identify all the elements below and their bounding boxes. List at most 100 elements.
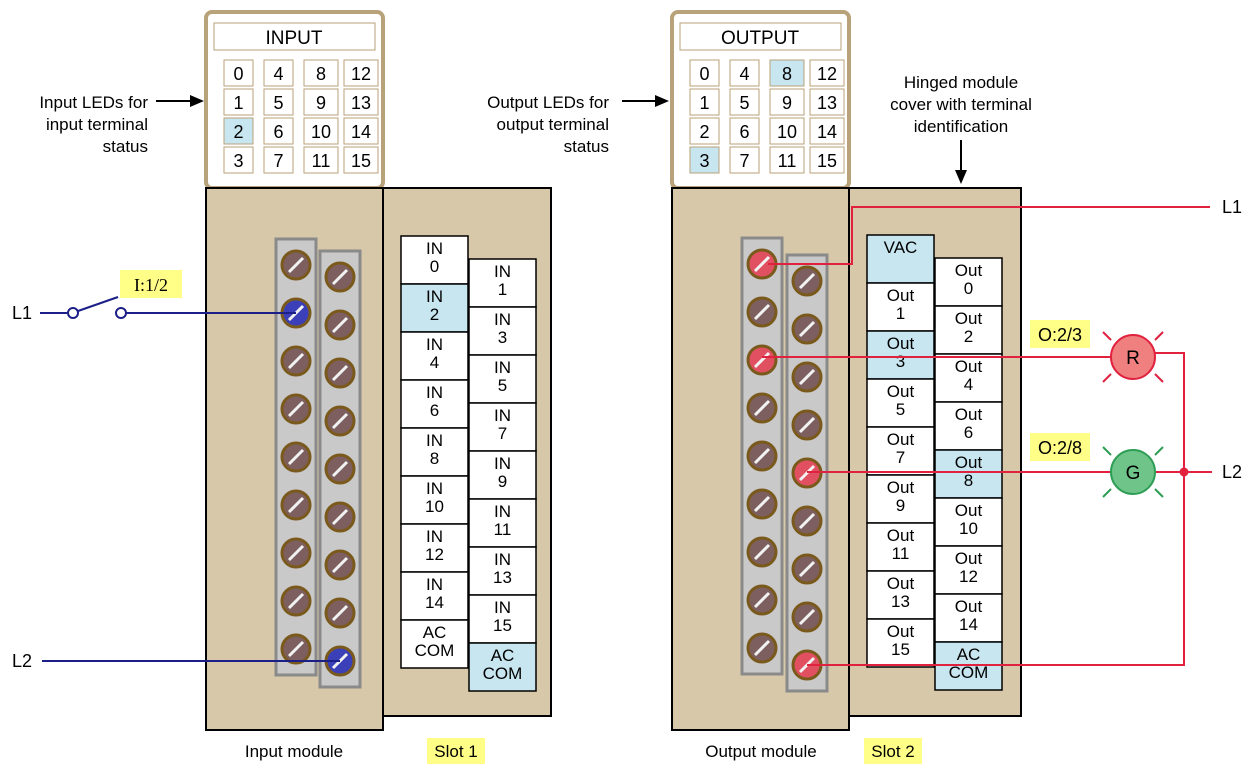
terminal-id-label: 5 — [896, 400, 905, 419]
screw-slot — [753, 303, 771, 321]
led-cell — [809, 146, 845, 174]
terminal-id-label: 1 — [896, 304, 905, 323]
output-wiring — [762, 206, 1212, 666]
terminal-id-cell — [934, 497, 1003, 547]
led-number: 1 — [233, 93, 243, 113]
output-panel-title: OUTPUT — [721, 28, 800, 49]
led-cell — [303, 59, 339, 87]
led-number: 0 — [699, 64, 709, 84]
terminal-id-label: 7 — [498, 424, 507, 443]
red-lamp-letter: R — [1126, 348, 1140, 369]
screw-slot — [753, 399, 771, 417]
led-number: 10 — [777, 122, 797, 142]
led-number: 12 — [351, 64, 371, 84]
screw-slot — [753, 591, 771, 609]
terminal-id-label: Out — [955, 501, 983, 520]
terminal-id-cell — [934, 593, 1003, 643]
terminal-id-label: IN — [494, 454, 511, 473]
terminal-id-cell — [400, 523, 469, 573]
terminal-id-cell — [934, 305, 1003, 355]
terminal-id-label: 11 — [892, 544, 910, 563]
terminal-id-label: IN — [494, 502, 511, 521]
input-leds-note-line3: status — [103, 137, 148, 156]
led-cell — [343, 146, 379, 174]
led-cell — [689, 146, 720, 174]
slot1-caption: Slot 1 — [434, 742, 477, 761]
terminal-id-label: 14 — [425, 593, 444, 612]
terminal-id-label: Out — [955, 405, 983, 424]
terminal-id-label: 2 — [964, 327, 973, 346]
terminal-id-label: IN — [494, 358, 511, 377]
terminal-id-label: 1 — [498, 280, 507, 299]
green-lamp-icon — [1110, 449, 1156, 495]
output-terminal-id-card: VACOut1Out3Out5Out7Out9Out11Out13Out15Ou… — [866, 234, 1003, 691]
screw-slot — [798, 272, 816, 290]
screw-slot — [331, 412, 349, 430]
screw-slot — [287, 496, 305, 514]
terminal-id-label: 0 — [430, 257, 439, 276]
led-number: 4 — [273, 64, 283, 84]
terminal-id-label: 12 — [425, 545, 444, 564]
terminal-id-label: 10 — [959, 519, 978, 538]
led-cell — [809, 117, 845, 145]
terminal-id-label: Out — [887, 430, 915, 449]
switch-tag-highlight — [120, 270, 182, 298]
led-cell — [303, 88, 339, 116]
junction-dot — [1179, 467, 1189, 477]
led-number: 15 — [351, 151, 371, 171]
output-leds-arrow — [622, 95, 669, 107]
terminal-id-cell — [934, 545, 1003, 595]
led-cell — [223, 88, 254, 116]
terminal-id-cell — [934, 353, 1003, 403]
led-number: 3 — [699, 151, 709, 171]
green-pilot-lamp: G — [1102, 446, 1164, 498]
terminal-id-cell — [400, 475, 469, 525]
terminal-id-label: 9 — [498, 472, 507, 491]
screw-slot — [287, 448, 305, 466]
input-leds-note-line2: input terminal — [46, 115, 148, 134]
led-number: 10 — [311, 122, 331, 142]
led-number: 11 — [312, 151, 331, 171]
terminal-id-label: 2 — [430, 305, 439, 324]
screw-slot — [331, 508, 349, 526]
input-module-caption: Input module — [245, 742, 343, 761]
screw-slot — [753, 447, 771, 465]
terminal-id-cell — [934, 257, 1003, 307]
led-number: 8 — [782, 64, 792, 84]
terminal-id-label: 12 — [959, 567, 978, 586]
terminal-id-label: 9 — [896, 496, 905, 515]
screw-slot — [331, 364, 349, 382]
red-tag-highlight — [1030, 320, 1090, 348]
led-cell — [809, 59, 845, 87]
hinged-cover-note-line2: cover with terminal — [890, 95, 1032, 114]
terminal-id-cell — [400, 427, 469, 477]
terminal-id-label: Out — [887, 526, 915, 545]
terminal-id-label: 4 — [430, 353, 439, 372]
led-number: 8 — [316, 64, 326, 84]
input-wiring: L1 I:1/2 L2 — [12, 270, 340, 671]
input-terminal-block — [274, 237, 362, 689]
slot2-caption: Slot 2 — [871, 742, 914, 761]
led-cell — [263, 117, 294, 145]
terminal-id-label: VAC — [884, 238, 918, 257]
terminal-id-label: 0 — [964, 279, 973, 298]
led-number: 9 — [782, 93, 792, 113]
screw-slot — [287, 352, 305, 370]
screw-slot — [287, 400, 305, 418]
slot1-highlight — [427, 738, 485, 764]
screw-slot — [331, 604, 349, 622]
terminal-id-label: 11 — [494, 520, 512, 539]
red-lamp-icon — [1110, 334, 1156, 380]
red-lamp-address-tag: O:2/3 — [1038, 325, 1082, 345]
terminal-id-label: 14 — [959, 615, 978, 634]
terminal-id-label: COM — [483, 664, 523, 683]
screw-slot — [753, 351, 771, 369]
terminal-id-label: IN — [494, 598, 511, 617]
switch-address-tag: I:1/2 — [134, 275, 168, 295]
terminal-id-label: IN — [426, 239, 443, 258]
led-cell — [263, 59, 294, 87]
terminal-id-cell — [866, 378, 935, 428]
output-leds-note-line2: output terminal — [497, 115, 609, 134]
terminal-id-cell — [400, 235, 469, 285]
led-number: 3 — [233, 151, 243, 171]
